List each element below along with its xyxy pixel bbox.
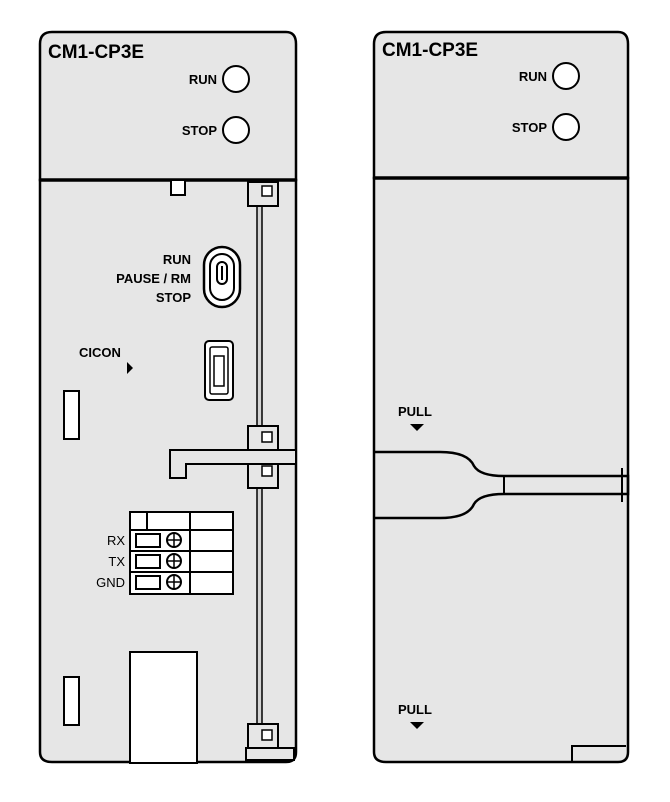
right-model-label: CM1-CP3E [382,40,478,61]
terminal-gnd[interactable] [135,574,182,590]
terminal-rx-label: RX [107,533,125,548]
mode-switch[interactable] [202,245,242,309]
pull-bottom-arrow-icon [410,722,424,729]
terminal-gnd-label: GND [96,575,125,590]
terminal-rx[interactable] [135,532,182,548]
pull-bottom-label: PULL [398,702,432,717]
left-bottom-connector [129,651,198,764]
right-stop-led-icon [552,113,580,141]
pull-top-arrow-icon [410,424,424,431]
usb-port[interactable] [204,340,234,401]
left-led-stop-label: STOP [182,123,217,138]
left-side-window-upper [63,390,80,440]
left-side-window-lower [63,676,80,726]
terminal-tx[interactable] [135,553,182,569]
right-run-led-icon [552,62,580,90]
left-module: CM1-CP3E RUN STOP RUN PAUSE / RM [38,30,298,764]
left-hinge-top [247,181,279,207]
cicon-arrow-icon [127,362,133,374]
terminal-tx-label: TX [108,554,125,569]
switch-pause-label: PAUSE / RM [116,271,191,286]
left-stop-led-icon [222,116,250,144]
left-model-label: CM1-CP3E [48,42,144,63]
cicon-label: CICON [79,345,121,360]
right-led-stop-label: STOP [512,120,547,135]
left-run-led-icon [222,65,250,93]
left-top-tab [170,179,186,196]
left-hinge-bottom [245,723,295,761]
pull-top-label: PULL [398,404,432,419]
left-led-run-label: RUN [189,72,217,87]
right-body [372,176,630,764]
left-body [38,178,298,764]
left-latch-bar[interactable] [169,449,297,479]
right-bottom-notch [571,745,626,762]
right-led-run-label: RUN [519,69,547,84]
right-cover-pull-tab[interactable] [374,450,630,520]
switch-run-label: RUN [163,252,191,267]
right-module: CM1-CP3E RUN STOP PULL PULL [372,30,630,764]
switch-stop-label: STOP [156,290,191,305]
